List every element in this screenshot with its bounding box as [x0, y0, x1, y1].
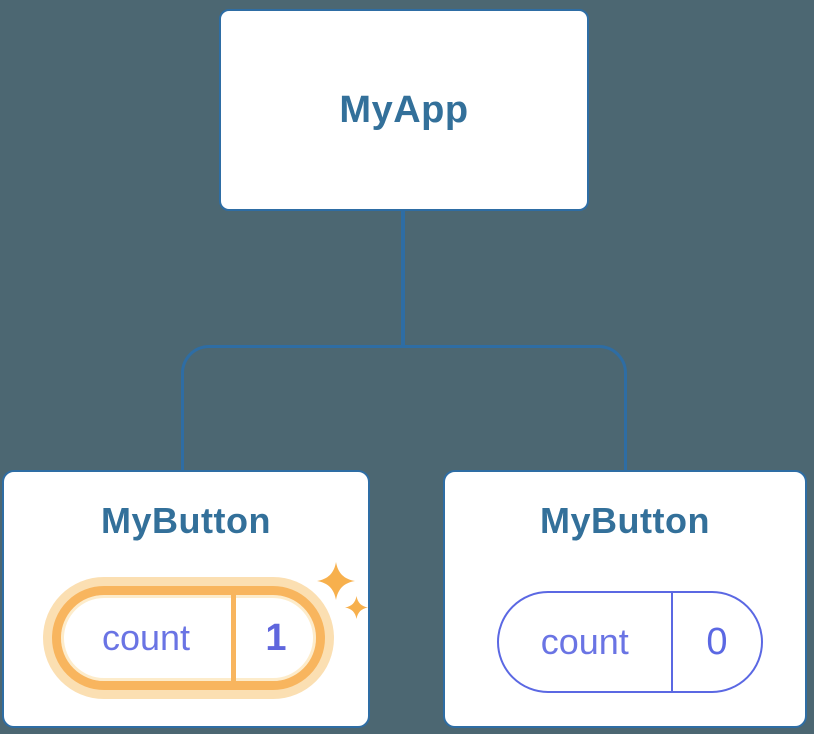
- node-mybutton-right-label: MyButton: [540, 500, 710, 541]
- state-pill-divider: [670, 593, 673, 691]
- state-value: 1: [265, 616, 287, 659]
- state-value: 0: [706, 620, 728, 663]
- sparkle-icon-small: [345, 596, 368, 619]
- sparkle-icon-large: [317, 562, 355, 600]
- node-myapp-label: MyApp: [339, 88, 469, 131]
- tree-connector-branch: [181, 345, 627, 470]
- state-key-label: count: [540, 621, 629, 662]
- node-mybutton-right: MyButton count 0: [443, 470, 807, 728]
- state-pill-plain: count 0: [497, 591, 763, 693]
- state-pill-highlighted: count 1: [52, 586, 325, 690]
- node-myapp: MyApp: [219, 9, 589, 211]
- state-key-label: count: [101, 617, 191, 658]
- node-mybutton-left-label: MyButton: [101, 500, 271, 541]
- node-mybutton-left: MyButton count 1: [2, 470, 370, 728]
- tree-connector-stem: [401, 211, 405, 347]
- state-pill-divider: [231, 595, 236, 681]
